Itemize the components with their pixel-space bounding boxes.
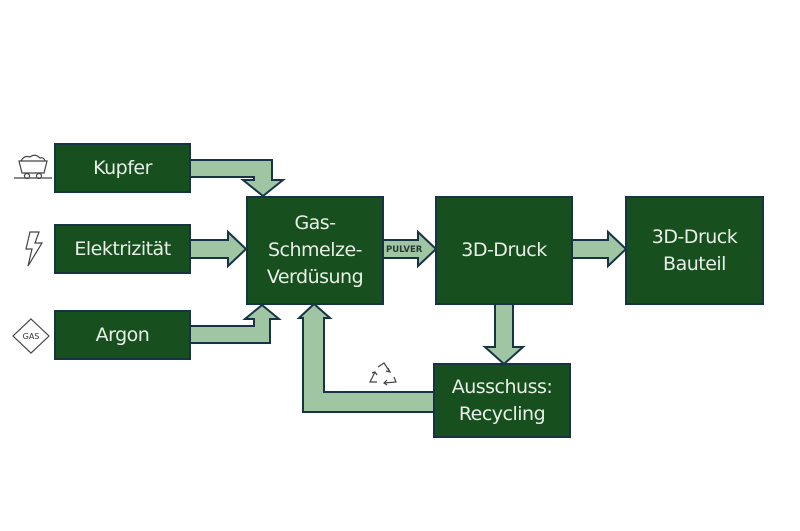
- process-label-line-2: Schmelze-: [267, 239, 363, 261]
- process-label-line-1: Gas-: [294, 212, 336, 234]
- printing-3d: 3D-Druck: [435, 196, 573, 305]
- process-label-line-3: Verdüsung: [266, 266, 364, 288]
- recycling-scrap: Ausschuss: Recycling: [433, 363, 571, 438]
- input-kupfer: Kupfer: [54, 143, 191, 193]
- output-label-line-1: 3D-Druck: [651, 225, 738, 248]
- recycling-label-line-1: Ausschuss:: [451, 375, 553, 398]
- arrow-printing-to-recycling: [482, 303, 526, 366]
- recycle-icon: [369, 362, 397, 386]
- process-gas-atomization: Gas- Schmelze- Verdüsung: [246, 196, 384, 305]
- gas-diamond-icon: GAS: [12, 318, 50, 354]
- input-argon: Argon: [54, 310, 191, 360]
- output-label-line-2: Bauteil: [663, 252, 726, 275]
- arrow-argon-to-process: [189, 303, 282, 344]
- output-3d-part: 3D-Druck Bauteil: [625, 196, 764, 305]
- input-elektrizitaet: Elektrizität: [54, 224, 191, 274]
- arrow-printing-to-output: [571, 229, 628, 269]
- input-kupfer-label: Kupfer: [93, 156, 152, 179]
- arrow-recycling-to-process: [296, 302, 435, 413]
- printing-label: 3D-Druck: [461, 239, 547, 261]
- input-elektrizitaet-label: Elektrizität: [74, 237, 171, 260]
- input-argon-label: Argon: [95, 323, 150, 346]
- arrow-elektrizitaet-to-process: [189, 229, 248, 269]
- svg-text:GAS: GAS: [23, 332, 40, 341]
- arrow-label-pulver: PULVER: [386, 245, 423, 255]
- lightning-icon: [25, 231, 44, 267]
- arrow-kupfer-to-process: [189, 159, 286, 198]
- mine-cart-icon: [14, 154, 52, 180]
- arrow-process-to-printing: [382, 229, 438, 269]
- recycling-label-line-2: Recycling: [458, 402, 546, 425]
